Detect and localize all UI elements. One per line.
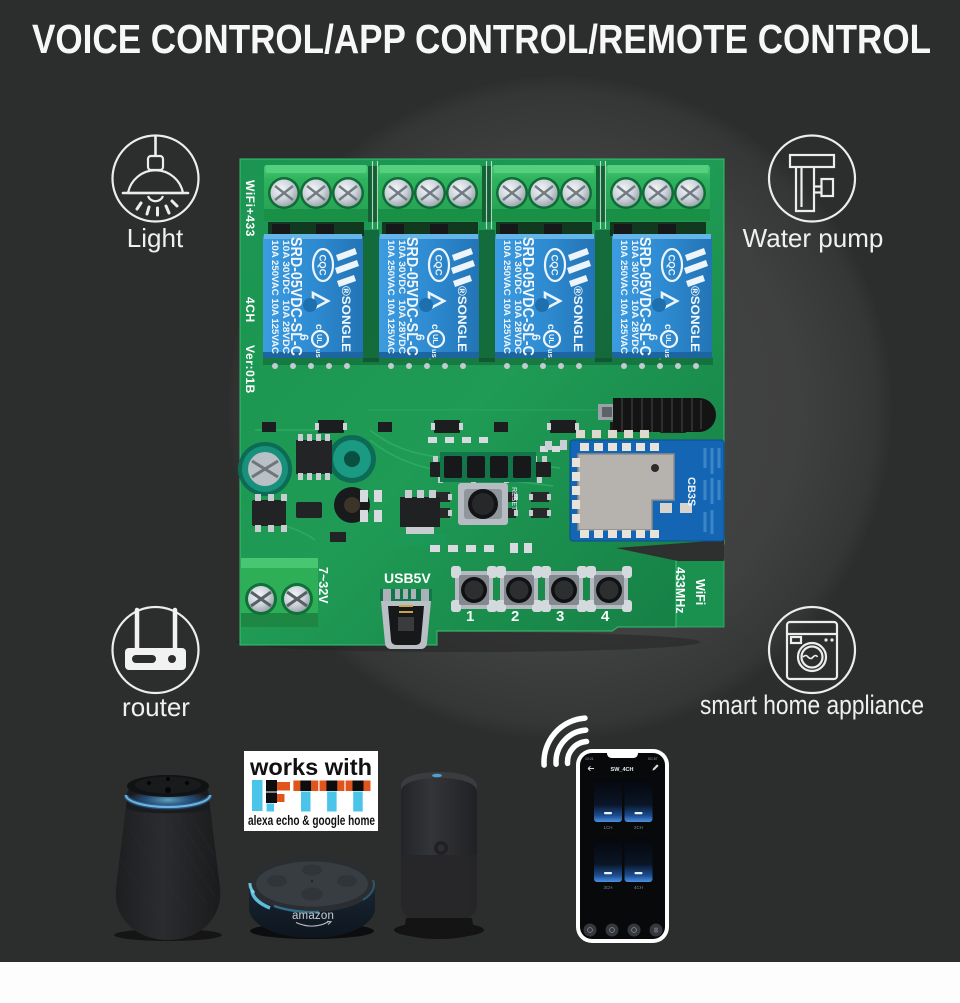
svg-text:433MHz: 433MHz [673, 567, 687, 614]
svg-text:SW_4CH: SW_4CH [611, 767, 634, 773]
svg-text:Light: Light [127, 223, 184, 253]
svg-text:Water pump: Water pump [743, 223, 884, 253]
svg-text:amazon: amazon [292, 910, 334, 922]
svg-text:3CH: 3CH [603, 885, 612, 890]
svg-text:10:21: 10:21 [585, 757, 594, 761]
svg-text:alexa echo & google home: alexa echo & google home [248, 812, 375, 828]
svg-text:WiFi+433: WiFi+433 [243, 180, 257, 237]
svg-text:7~32V: 7~32V [316, 567, 330, 604]
svg-text:5G 87: 5G 87 [648, 757, 658, 761]
svg-text:Ver:01B: Ver:01B [243, 345, 257, 394]
svg-text:1CH: 1CH [603, 825, 612, 830]
svg-text:VOICE CONTROL/APP CONTROL/REMO: VOICE CONTROL/APP CONTROL/REMOTE CONTROL [32, 16, 931, 62]
svg-text:4: 4 [601, 608, 610, 625]
svg-text:RESET: RESET [510, 487, 517, 511]
svg-text:smart home appliance: smart home appliance [700, 690, 924, 720]
svg-text:4CH: 4CH [243, 297, 257, 323]
svg-text:CB3S: CB3S [685, 477, 697, 506]
svg-text:1: 1 [466, 608, 474, 625]
svg-text:router: router [122, 692, 190, 722]
svg-text:USB5V: USB5V [384, 570, 431, 586]
svg-text:works with: works with [249, 754, 372, 780]
svg-text:2: 2 [511, 608, 519, 625]
svg-text:WiFi: WiFi [693, 579, 707, 605]
svg-text:2CH: 2CH [634, 825, 643, 830]
svg-text:4CH: 4CH [634, 885, 643, 890]
svg-text:3: 3 [556, 608, 564, 625]
